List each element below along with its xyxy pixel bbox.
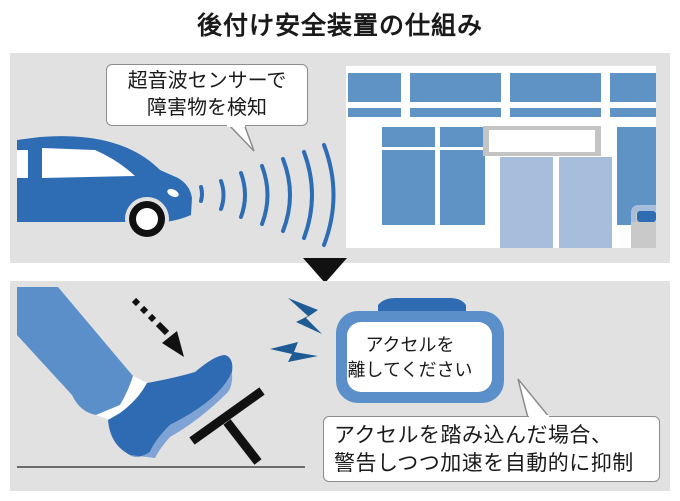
lightning-alert-icon [270,298,322,362]
diagram-title: 後付け安全装置の仕組み [196,11,483,40]
warning-device-icon [336,298,504,403]
suppression-callout: アクセルを踏み込んだ場合、 警告しつつ加速を自動的に抑制 [323,416,660,482]
sensor-callout: 超音波センサーで 障害物を検知 [106,64,308,126]
device-screen-message: アクセルを 離してください [345,333,475,383]
device-screen-line2: 離してください [347,360,473,381]
callout-tail-joint [529,415,549,418]
callout-tail-joint [227,124,245,127]
leg-foot-icon [17,287,233,458]
sensor-callout-line1: 超音波センサーで [127,68,287,92]
callout-tail [517,378,552,419]
device-screen-line1: アクセルを [365,335,455,356]
accelerator-pedal-icon [189,387,265,465]
suppression-callout-line2: 警告しつつ加速を自動的に抑制 [334,451,634,475]
store-building-icon [346,66,656,251]
ultrasonic-wave-icon [199,143,336,247]
suppression-callout-line1: アクセルを踏み込んだ場合、 [334,423,613,447]
sensor-callout-line2: 障害物を検知 [147,95,267,119]
car-icon [17,136,192,241]
dashed-down-arrow-icon [131,297,184,357]
down-triangle-arrow-icon [303,258,347,283]
